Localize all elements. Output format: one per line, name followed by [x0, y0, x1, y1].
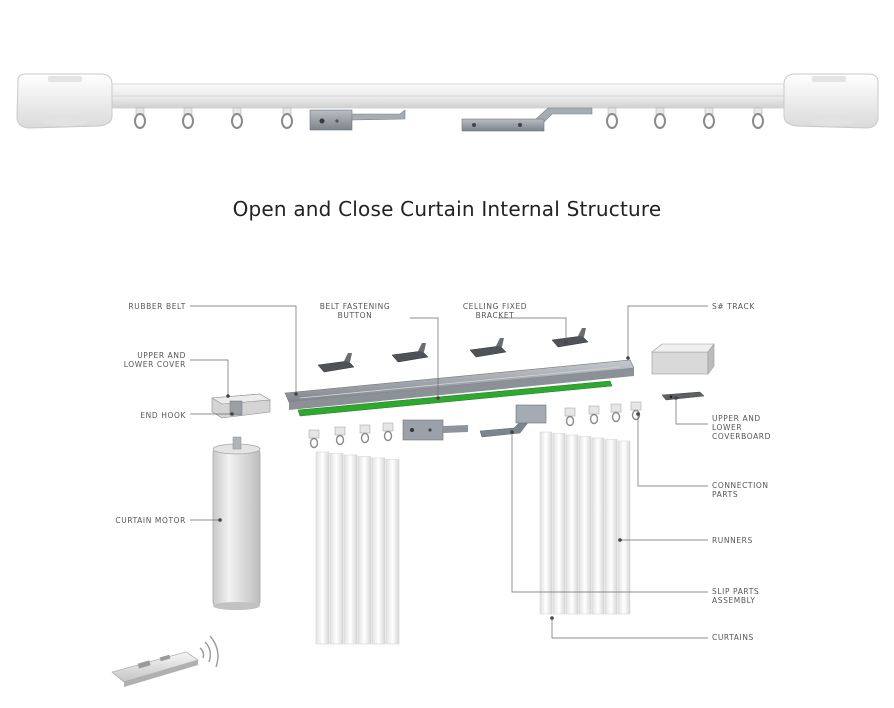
rail-hook [606, 107, 618, 129]
rail-hook [281, 107, 293, 129]
curtain-fold [371, 457, 386, 645]
right-end-cover [651, 343, 715, 375]
curtain-fold [343, 454, 358, 645]
runner [630, 401, 642, 421]
label-upper-lower-cover: UPPER AND LOWER COVER [123, 351, 186, 369]
s-track [284, 359, 635, 410]
runners [308, 401, 642, 449]
left-end-cap [16, 73, 113, 129]
rail-hook [134, 107, 146, 129]
rail-hook [654, 107, 666, 129]
runner [308, 429, 320, 449]
rail-hook [752, 107, 764, 129]
curtain-panels [315, 431, 631, 645]
label-runners: RUNNERS [712, 536, 753, 545]
label-end-hook: END HOOK [140, 411, 186, 420]
curtain-fold [578, 436, 592, 615]
rail-hook [182, 107, 194, 129]
ceiling-bracket [551, 328, 589, 348]
label-rubber-belt: RUBBER BELT [128, 302, 186, 311]
curtain-fold [604, 439, 618, 615]
right-bracket [461, 107, 593, 132]
label-curtain-motor: CURTAIN MOTOR [115, 516, 186, 525]
curtain-fold [329, 453, 344, 645]
label-slip-parts-assembly: SLIP PARTS ASSEMBLY [712, 587, 760, 605]
rail-hooks [134, 107, 764, 129]
curtain-fold [591, 437, 605, 615]
leader-lines [190, 305, 708, 639]
motor-end-cover [211, 393, 271, 419]
coverboard-plate [661, 391, 705, 401]
label-belt-fastening-button: BELT FASTENING BUTTON [319, 302, 391, 320]
runner [334, 426, 346, 446]
curtain-fold [357, 456, 372, 645]
runner [564, 407, 576, 427]
assembled-curtain-track [16, 73, 879, 132]
runner [588, 405, 600, 425]
ceiling-bracket [469, 338, 507, 358]
diagram-title: Open and Close Curtain Internal Structur… [232, 197, 662, 221]
label-s-track: S# TRACK [712, 302, 755, 311]
left-bracket [309, 109, 406, 131]
curtain-fold [552, 433, 566, 615]
ceiling-bracket [317, 353, 355, 373]
curtain-fold [385, 459, 400, 645]
label-curtains: CURTAINS [712, 633, 754, 642]
ceiling-fixed-brackets [317, 328, 589, 373]
runner [610, 403, 622, 423]
ceiling-bracket [391, 343, 429, 363]
curtain-fold [539, 431, 553, 615]
curtain-motor [212, 436, 261, 610]
runner [359, 424, 371, 444]
label-connection-parts: CONNECTION PARTS [712, 481, 769, 499]
curtain-fold [617, 440, 631, 615]
runner [382, 422, 394, 442]
rail-hook [703, 107, 715, 129]
curtain-fold [565, 434, 579, 615]
curtain-fold [315, 451, 330, 645]
label-ceiling-fixed-bracket: CELLING FIXED BRACKET [462, 302, 528, 320]
slip-parts-assembly [402, 404, 547, 441]
label-coverboard: UPPER AND LOWER COVERBOARD [712, 414, 771, 441]
rail-hook [231, 107, 243, 129]
right-end-cap [783, 73, 879, 129]
rubber-belt [297, 380, 613, 417]
wireless-signal-icon [199, 635, 219, 668]
remote-control[interactable] [111, 651, 199, 687]
